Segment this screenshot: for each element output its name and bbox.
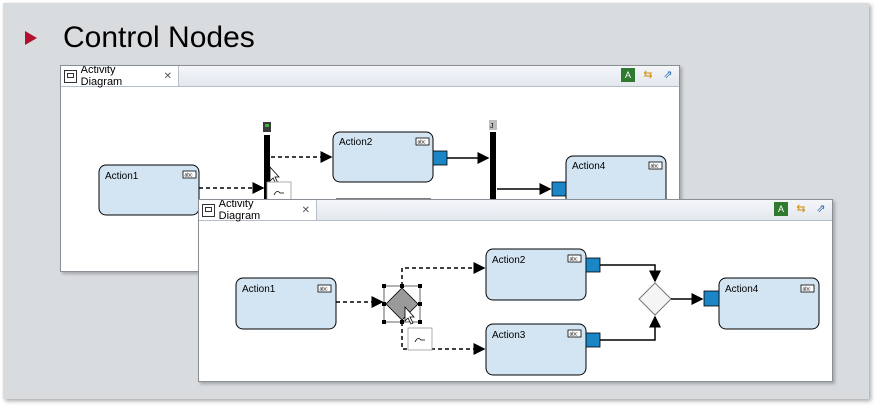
action-label: Action3 (492, 330, 526, 341)
badge-icon (800, 284, 815, 293)
selection-handle[interactable] (382, 320, 386, 324)
action-node-action1[interactable]: Action1 abc (98, 164, 200, 216)
badge-text: abc (570, 332, 579, 338)
control-flow-edge[interactable] (401, 262, 486, 286)
toolbar: A ⇆ ⇗ (774, 202, 828, 216)
tab-activity-diagram[interactable]: Activity Diagram ✕ (61, 65, 179, 88)
tab-label: Activity Diagram (218, 199, 261, 222)
activity-diagram-window-front[interactable]: Activity Diagram ✕ A ⇆ ⇗ Action1 abc (198, 199, 833, 382)
merge-node[interactable] (638, 282, 672, 316)
badge-icon (648, 161, 663, 170)
badge-text: abc (651, 164, 660, 170)
selection-handle[interactable] (418, 284, 422, 288)
action-label: Action1 (242, 284, 276, 295)
output-pin[interactable] (585, 257, 601, 273)
object-flow-edge[interactable] (600, 264, 661, 283)
close-icon[interactable]: ✕ (163, 70, 172, 82)
badge-icon (415, 137, 430, 146)
cursor-icon (404, 305, 415, 325)
validate-icon[interactable]: A (774, 202, 788, 216)
output-pin[interactable] (585, 332, 601, 348)
selection-handle[interactable] (382, 284, 386, 288)
toolbar: A ⇆ ⇗ (621, 68, 675, 82)
tab-bar: Activity Diagram ✕ A ⇆ ⇗ (199, 199, 832, 222)
action-node-action2[interactable]: Action2 abc (332, 131, 448, 183)
input-pin[interactable] (551, 181, 567, 197)
action-label: Action4 (725, 284, 759, 295)
input-pin[interactable] (703, 290, 720, 307)
selection-handle[interactable] (418, 302, 422, 306)
slide-title: Control Nodes (63, 21, 255, 54)
action-label: Action4 (572, 161, 606, 172)
badge-icon (317, 284, 332, 293)
tab-label: Activity Diagram (80, 65, 123, 88)
diagram-tab-icon (202, 203, 215, 217)
action-node-action4[interactable]: Action4 abc (703, 277, 820, 330)
activity-diagram-window-back[interactable]: Activity Diagram ✕ A ⇆ ⇗ Action1 abc (60, 65, 680, 272)
join-marker-icon (489, 120, 497, 130)
badge-icon (567, 329, 582, 338)
validate-icon[interactable]: A (621, 68, 635, 82)
export-icon[interactable]: ⇗ (816, 203, 826, 215)
tab-activity-diagram[interactable]: Activity Diagram ✕ (199, 199, 317, 222)
action-node-action1[interactable]: Action1 abc (235, 277, 337, 330)
output-pin[interactable] (432, 150, 448, 166)
action-node-action2[interactable]: Action2 abc (485, 248, 601, 301)
arrange-icon[interactable]: ⇆ (796, 203, 806, 215)
action-label: Action2 (339, 137, 373, 148)
join-marker-label: J (490, 123, 494, 130)
triangle-bullet-icon (25, 31, 37, 45)
export-icon[interactable]: ⇗ (663, 69, 673, 81)
action-label: Action1 (105, 171, 139, 182)
badge-text: abc (570, 257, 579, 263)
action-label: Action2 (492, 255, 526, 266)
badge-icon (567, 254, 582, 263)
decision-node[interactable] (382, 284, 422, 324)
object-flow-edge[interactable] (600, 315, 661, 341)
arrange-icon[interactable]: ⇆ (643, 69, 653, 81)
selection-handle[interactable] (418, 320, 422, 324)
selection-handle[interactable] (382, 302, 386, 306)
badge-icon (182, 170, 197, 179)
action-node-action3[interactable]: Action3 abc (485, 323, 601, 376)
badge-text: abc (320, 287, 329, 293)
diagram-canvas[interactable]: Action1 abc Action2 (199, 221, 832, 381)
badge-text: abc (803, 287, 812, 293)
tab-bar: Activity Diagram ✕ A ⇆ ⇗ (61, 65, 679, 88)
cursor-icon (269, 165, 280, 185)
diagram-svg: Action1 abc Action2 (235, 248, 820, 376)
badge-text: abc (418, 140, 427, 146)
diagram-tab-icon (64, 69, 77, 83)
close-icon[interactable]: ✕ (301, 204, 310, 216)
control-flow-edge[interactable] (401, 322, 486, 355)
badge-text: abc (185, 173, 194, 179)
